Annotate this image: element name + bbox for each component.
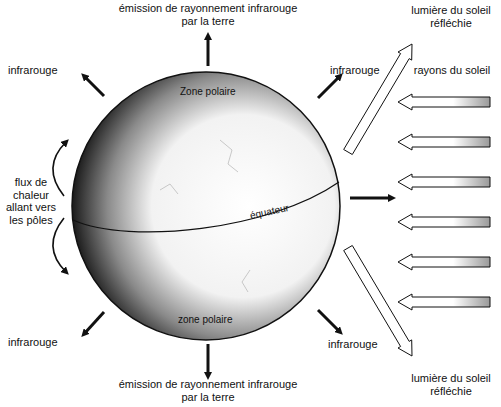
emission-label: émission de rayonnement infrarouge par l… (118, 2, 298, 27)
infrared-arrow (318, 310, 340, 332)
continent-lines (160, 140, 250, 292)
sun-ray-arrow (398, 214, 490, 230)
sun-ray-arrow (398, 174, 490, 190)
reflected-light-label: lumière du soleil réfléchie (403, 4, 499, 29)
infrared-arrow (350, 197, 392, 200)
heat-flux-arrow (53, 218, 66, 272)
polar-zone-label: zone polaire (178, 314, 232, 325)
infrared-arrow (84, 76, 104, 96)
sun-ray-arrow (398, 294, 490, 310)
infrared-arrow (207, 36, 210, 66)
sun-rays-label: rayons du soleil (406, 64, 498, 77)
infrared-label: infrarouge (8, 64, 78, 77)
sun-ray-arrow (398, 134, 490, 150)
infrared-label: infrarouge (330, 64, 400, 77)
infrared-label: infrarouge (328, 338, 398, 351)
reflected-light-label: lumière du soleil réfléchie (403, 372, 499, 397)
earth-globe: Zone polaireéquateurzone polaire (70, 70, 342, 342)
heat-flux-label: flux de chaleur allant vers les pôles (2, 176, 60, 227)
sun-ray-arrow (398, 254, 490, 270)
sun-ray-arrow (398, 94, 490, 110)
globe-outline (72, 72, 340, 340)
infrared-arrow (84, 312, 104, 334)
emission-label: émission de rayonnement infrarouge par l… (118, 378, 298, 403)
infrared-label: infrarouge (8, 336, 78, 349)
heat-flux-arrow (53, 142, 66, 196)
polar-zone-label: Zone polaire (180, 86, 236, 97)
equator-line (73, 182, 339, 232)
infrared-arrow (318, 76, 340, 98)
globe-drawing (70, 70, 342, 342)
reflected-light-arrow (344, 44, 412, 155)
infrared-arrow (207, 344, 210, 376)
